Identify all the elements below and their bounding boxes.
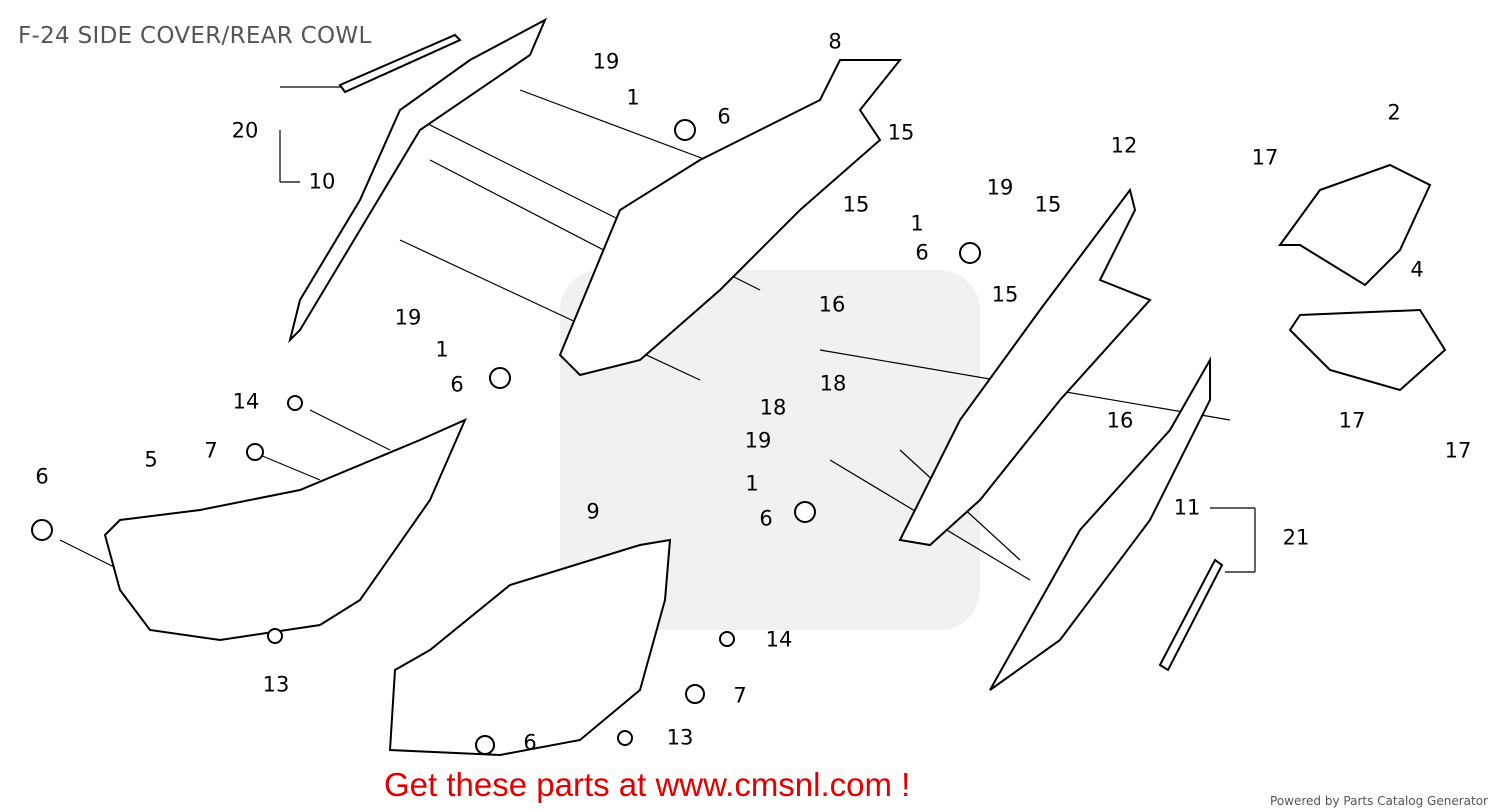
part-11-cowl: [989, 356, 1211, 691]
callout-part-17: 17: [1444, 438, 1472, 463]
callout-part-15: 15: [842, 192, 870, 217]
part-12-frame: [898, 187, 1152, 547]
callout-part-17: 17: [1251, 145, 1279, 170]
callout-part-19: 19: [394, 305, 422, 330]
callout-part-19: 19: [744, 428, 772, 453]
callout-part-10: 10: [308, 169, 336, 194]
cmsnl-link[interactable]: Get these parts at www.cmsnl.com !: [384, 766, 911, 803]
callout-part-1: 1: [435, 337, 449, 362]
callout-part-18: 18: [759, 395, 787, 420]
callout-part-13: 13: [666, 725, 694, 750]
callout-part-13: 13: [262, 672, 290, 697]
callout-part-16: 16: [1106, 408, 1134, 433]
part-21-stripe: [1158, 558, 1224, 672]
callout-part-19: 19: [986, 175, 1014, 200]
callout-part-1: 1: [910, 211, 924, 236]
callout-part-6: 6: [717, 104, 731, 129]
callout-part-4: 4: [1410, 257, 1424, 282]
callout-part-7: 7: [204, 438, 218, 463]
callout-part-6: 6: [759, 506, 773, 531]
part-8-frame: [558, 59, 903, 377]
diagram-title: F-24 SIDE COVER/REAR COWL: [18, 23, 372, 49]
callout-part-6: 6: [523, 730, 537, 755]
callout-part-15: 15: [887, 120, 915, 145]
callout-part-6: 6: [35, 464, 49, 489]
callout-part-2: 2: [1387, 100, 1401, 125]
part-20-stripe: [338, 33, 462, 94]
powered-by-text: Powered by Parts Catalog Generator: [1270, 794, 1488, 808]
callout-part-19: 19: [592, 49, 620, 74]
callout-part-9: 9: [586, 499, 600, 524]
callout-part-21: 21: [1282, 525, 1310, 550]
callout-part-12: 12: [1110, 133, 1138, 158]
part-4-cover: [1288, 308, 1447, 392]
callout-part-16: 16: [818, 292, 846, 317]
callout-part-11: 11: [1173, 495, 1201, 520]
callout-part-15: 15: [1034, 192, 1062, 217]
part-10-cowl: [288, 17, 548, 344]
callout-part-14: 14: [765, 627, 793, 652]
callout-part-6: 6: [450, 372, 464, 397]
callout-part-6: 6: [915, 240, 929, 265]
part-5-side-cover: [103, 418, 467, 642]
callout-part-18: 18: [819, 371, 847, 396]
part-2-cover: [1278, 163, 1432, 287]
callout-part-7: 7: [733, 683, 747, 708]
callout-part-1: 1: [745, 471, 759, 496]
fasteners: [31, 119, 981, 755]
callout-part-20: 20: [231, 118, 259, 143]
callout-part-17: 17: [1338, 408, 1366, 433]
callout-part-15: 15: [991, 282, 1019, 307]
part-9-side-cover: [388, 538, 672, 757]
callout-part-14: 14: [232, 389, 260, 414]
callout-part-1: 1: [626, 85, 640, 110]
callout-part-8: 8: [828, 29, 842, 54]
callout-part-5: 5: [144, 447, 158, 472]
